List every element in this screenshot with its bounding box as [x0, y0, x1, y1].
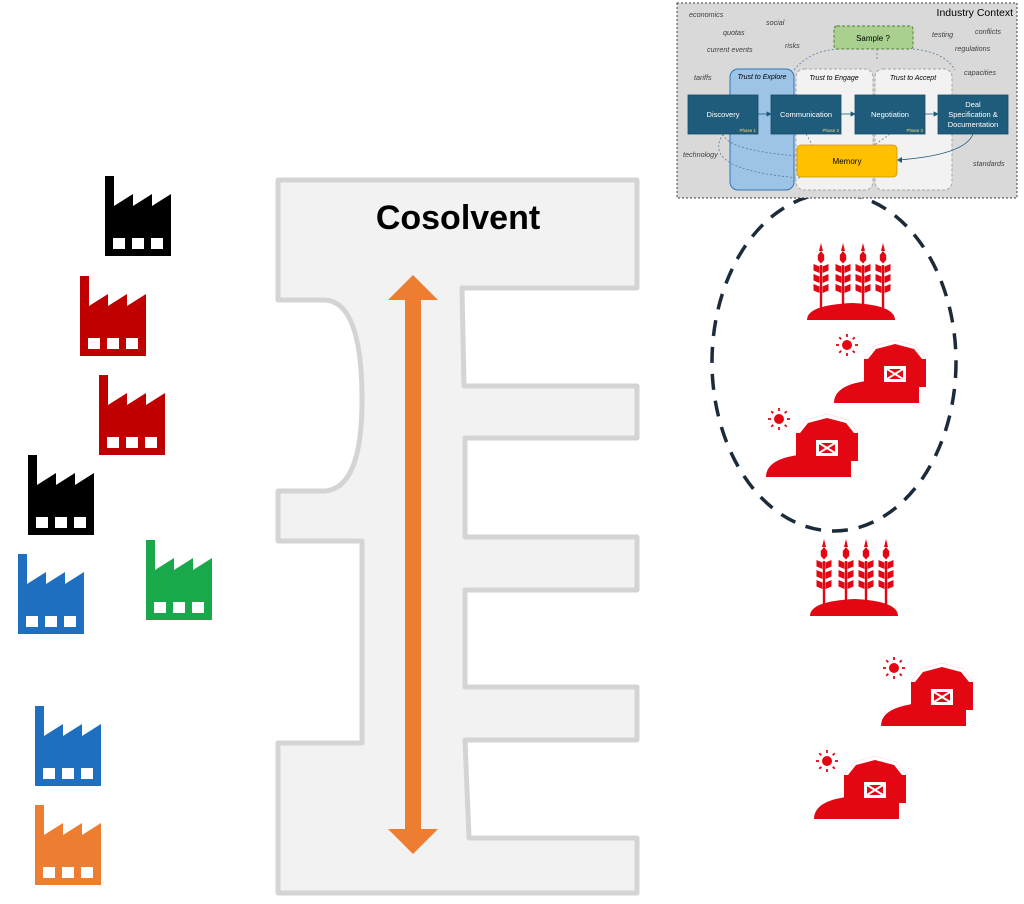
step-negotiation — [854, 94, 926, 135]
cosolvent-platform — [275, 177, 640, 896]
step-label-deal-line1: Deal — [965, 100, 981, 109]
factory-icon — [99, 375, 165, 455]
factory-icon — [105, 176, 171, 256]
factor-capacities: capacities — [964, 68, 996, 77]
barn-icon — [813, 749, 907, 820]
phase-label-3: Phase 3 — [906, 128, 923, 133]
factor-regulations: regulations — [955, 44, 991, 53]
platform-title: Cosolvent — [376, 199, 540, 237]
factor-standards: standards — [973, 159, 1005, 168]
step-deal — [937, 94, 1009, 135]
factory-icon — [35, 805, 101, 885]
factor-tariffs: tariffs — [694, 73, 712, 82]
barn-icon — [880, 656, 974, 727]
trust-label-accept: Trust to Accept — [890, 75, 937, 82]
trust-label-engage: Trust to Engage — [809, 75, 858, 82]
barn-icon — [765, 407, 859, 478]
step-label-deal-line2: Specification & — [948, 110, 998, 119]
memory-label: Memory — [833, 157, 862, 166]
factory-icon — [146, 540, 212, 620]
phase-label-1: Phase 1 — [739, 128, 756, 133]
factory-group — [18, 176, 212, 885]
factory-icon — [28, 455, 94, 535]
bidirectional-arrow — [388, 275, 438, 854]
factor-technology: technology — [683, 150, 718, 159]
factor-testing: testing — [932, 30, 953, 39]
step-label-deal-line3: Documentation — [948, 120, 998, 129]
context-title: Industry Context — [937, 7, 1014, 19]
factor-risks: risks — [785, 41, 800, 50]
factory-icon — [18, 554, 84, 634]
phase-label-2: Phase 2 — [822, 128, 839, 133]
factor-social: social — [766, 18, 785, 27]
factor-conflicts: conflicts — [975, 27, 1001, 36]
sample-box — [833, 25, 914, 50]
step-label-discovery: Discovery — [707, 110, 740, 119]
factory-icon — [35, 706, 101, 786]
factor-current-events: current events — [707, 45, 753, 54]
barn-icon — [833, 333, 927, 404]
farm-icon-group — [765, 243, 974, 820]
step-communication — [770, 94, 842, 135]
step-label-communication: Communication — [780, 110, 832, 119]
memory-box — [796, 144, 898, 178]
sample-label: Sample ? — [856, 34, 890, 43]
factory-icon — [80, 276, 146, 356]
wheat-icon — [807, 243, 895, 320]
factor-quotas: quotas — [723, 28, 745, 37]
step-label-negotiation: Negotiation — [871, 110, 909, 119]
trust-label-explore: Trust to Explore — [738, 74, 787, 81]
factor-economics: economics — [689, 10, 724, 19]
industry-context-panel: Industry Context economics social quotas… — [676, 2, 1018, 199]
wheat-icon — [810, 539, 898, 616]
step-discovery — [687, 94, 759, 135]
